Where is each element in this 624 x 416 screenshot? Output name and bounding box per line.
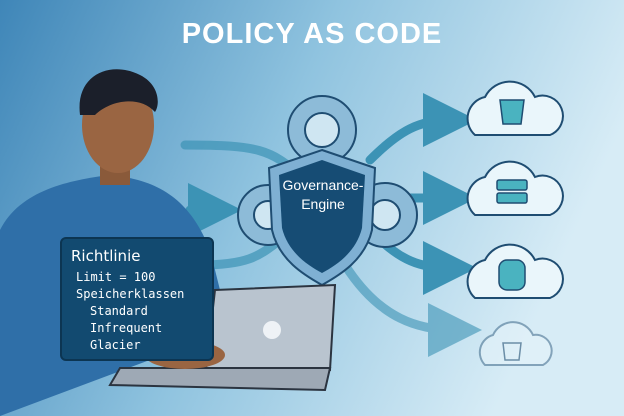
code-line: Standard (90, 304, 148, 318)
governance-engine-label: Governance- Engine (278, 176, 368, 214)
code-line: Glacier (90, 338, 141, 352)
page-title: POLICY AS CODE (181, 18, 443, 50)
shield-icon (267, 148, 377, 287)
code-line: Limit = 100 (76, 270, 156, 284)
server-icon (496, 179, 528, 191)
engine-label-line2: Engine (301, 196, 345, 212)
code-line: Speicherklassen (76, 287, 185, 301)
code-heading: Richtlinie (71, 247, 141, 265)
engine-label-line1: Governance- (282, 177, 364, 193)
policy-code-panel: Richtlinie Limit = 100 Speicherklassen S… (60, 237, 214, 361)
bucket-icon (499, 99, 525, 125)
database-icon (498, 259, 526, 291)
denied-bucket-icon (502, 342, 522, 361)
code-line: Infrequent (90, 321, 163, 335)
